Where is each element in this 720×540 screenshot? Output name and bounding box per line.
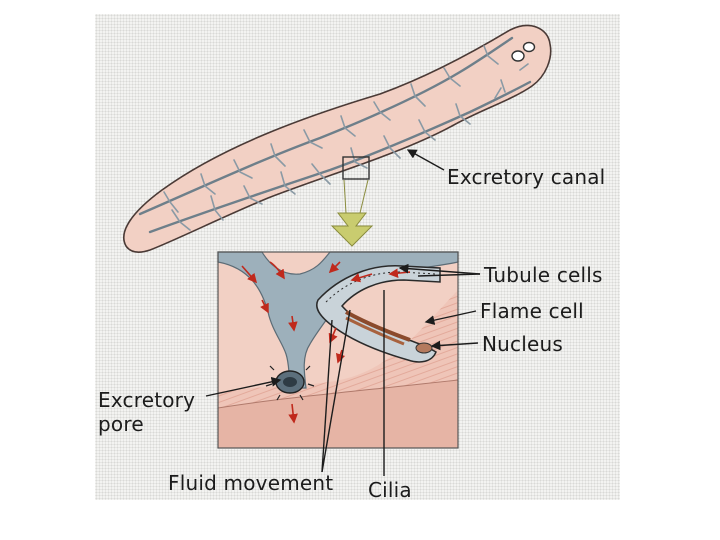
excretory-canal-network xyxy=(138,36,532,234)
excretory-pore-label-line2: pore xyxy=(98,412,144,436)
flame-cell-label: Flame cell xyxy=(480,299,584,323)
magnification-box xyxy=(342,156,370,180)
zoom-arrow xyxy=(330,212,374,247)
eyespots xyxy=(511,41,536,62)
cilia-label: Cilia xyxy=(368,478,412,502)
tubule-cells-label: Tubule cells xyxy=(484,263,603,287)
nucleus-shape xyxy=(415,342,433,354)
excretory-canal-label: Excretory canal xyxy=(447,165,606,189)
detail-view xyxy=(217,251,459,449)
flame-cell xyxy=(316,265,441,363)
zoom-arrow-guide-right xyxy=(359,179,369,214)
excretory-pore xyxy=(265,365,315,401)
zoom-arrow-guide-left xyxy=(343,179,347,214)
fluid-movement-label: Fluid movement xyxy=(168,471,334,495)
nucleus-label: Nucleus xyxy=(482,332,563,356)
leader-lines xyxy=(205,149,481,476)
excretory-pore-label-line1: Excretory xyxy=(98,388,196,412)
